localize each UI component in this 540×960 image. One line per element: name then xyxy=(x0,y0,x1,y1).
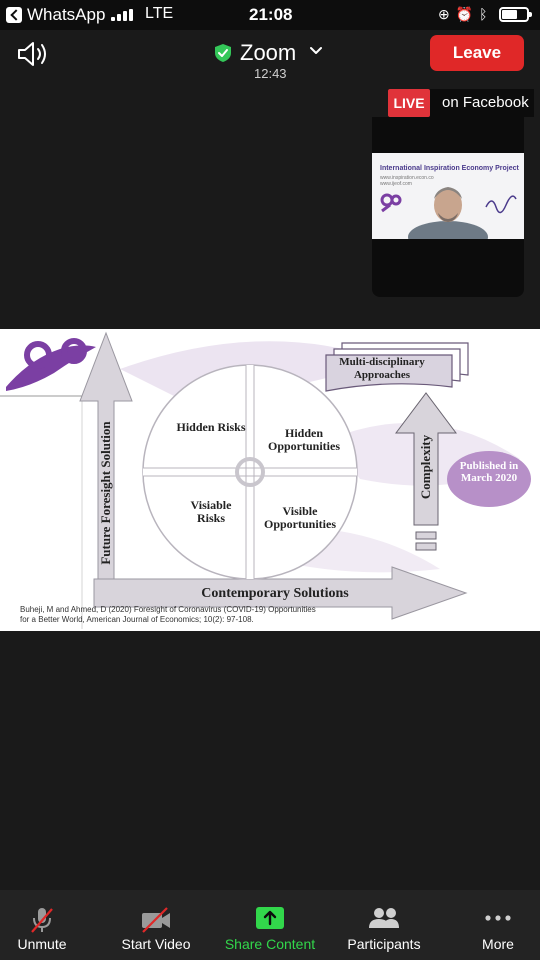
more-dots-icon xyxy=(485,915,511,921)
quadrant-visible-opportunities: Visible Opportunities xyxy=(263,504,336,531)
meeting-toolbar: Unmute Start Video Share Content Partici… xyxy=(0,890,540,960)
slide-graphics xyxy=(0,331,520,629)
status-icons: ⊕⏰ᛒ xyxy=(438,6,494,23)
meeting-header: Zoom 12:43 Leave xyxy=(0,30,540,84)
thumbnail-slide-title: International Inspiration Economy Projec… xyxy=(380,165,519,172)
video-off-icon xyxy=(142,907,170,933)
bluetooth-icon: ᛒ xyxy=(479,6,494,22)
quadrant-hidden-risks: Hidden Risks xyxy=(176,420,246,434)
thumbnail-slide-subtitle-2: www.ijeof.com xyxy=(380,181,412,187)
chevron-down-icon xyxy=(310,47,322,54)
quadrant-hidden-opportunities: Hidden Opportunities xyxy=(267,426,340,453)
meeting-duration: 12:43 xyxy=(254,66,287,81)
y-axis-label: Future Foresight Solution xyxy=(98,421,113,565)
slide-citation: Buheji, M and Ahmed, D (2020) Foresight … xyxy=(20,605,316,625)
status-bar: WhatsApp LTE 21:08 ⊕⏰ᛒ xyxy=(0,0,540,30)
leave-button[interactable]: Leave xyxy=(430,35,524,71)
shared-screen-slide[interactable]: Hidden Risks Hidden Opportunities Visiab… xyxy=(0,329,540,631)
more-button[interactable]: More xyxy=(466,890,530,960)
back-app-name[interactable]: WhatsApp xyxy=(27,5,106,24)
wave-graphic-icon xyxy=(485,195,517,214)
shield-check-icon xyxy=(215,44,231,62)
citation-line-2: for a Better World, American Journal of … xyxy=(20,615,254,624)
clock: 21:08 xyxy=(249,5,293,24)
start-video-label: Start Video xyxy=(121,936,191,952)
live-badge: LIVE xyxy=(388,89,430,117)
signal-strength-icon xyxy=(111,9,135,21)
multi-disciplinary-label: Multi-disciplinary Approaches xyxy=(339,356,425,381)
back-arrow-icon[interactable] xyxy=(6,7,22,23)
thumbnail-slide-subtitle: www.inspiration.econ.co xyxy=(380,175,434,181)
muted-mic-icon xyxy=(31,908,53,933)
meeting-title: Zoom xyxy=(240,40,297,65)
quadrant-visiable-risks: Visiable Risks xyxy=(190,498,232,525)
speaker-icon[interactable] xyxy=(16,40,50,68)
share-screen-icon xyxy=(256,907,284,929)
citation-line-1: Buheji, M and Ahmed, D (2020) Foresight … xyxy=(20,605,316,614)
active-speaker-thumbnail[interactable]: International Inspiration Economy Projec… xyxy=(372,117,524,297)
live-stream-indicator[interactable]: LIVE on Facebook xyxy=(388,89,534,117)
start-video-button[interactable]: Start Video xyxy=(108,890,204,960)
complexity-label: Complexity xyxy=(418,434,433,500)
x-axis-label: Contemporary Solutions xyxy=(201,586,349,601)
participants-button[interactable]: Participants xyxy=(334,890,434,960)
meeting-area: LIVE on Facebook International Inspirati… xyxy=(0,84,540,890)
share-content-label: Share Content xyxy=(224,936,316,952)
live-platform: on Facebook xyxy=(442,94,529,111)
rotation-lock-icon: ⊕ xyxy=(438,6,456,22)
participants-label: Participants xyxy=(347,936,421,952)
slide-logo-icon xyxy=(6,345,96,391)
more-label: More xyxy=(482,936,514,952)
alarm-icon: ⏰ xyxy=(455,6,480,22)
project-logo-icon xyxy=(380,193,402,213)
share-content-button[interactable]: Share Content xyxy=(214,890,326,960)
published-badge: Published in March 2020 xyxy=(447,451,531,507)
speaker-video-person xyxy=(408,187,488,239)
battery-icon xyxy=(499,7,532,22)
thumbnail-video: International Inspiration Economy Projec… xyxy=(372,153,524,239)
meeting-title-dropdown[interactable]: Zoom xyxy=(214,40,334,66)
network-type: LTE xyxy=(145,5,174,22)
participants-icon xyxy=(369,908,399,928)
unmute-button[interactable]: Unmute xyxy=(6,890,78,960)
unmute-label: Unmute xyxy=(17,936,67,952)
